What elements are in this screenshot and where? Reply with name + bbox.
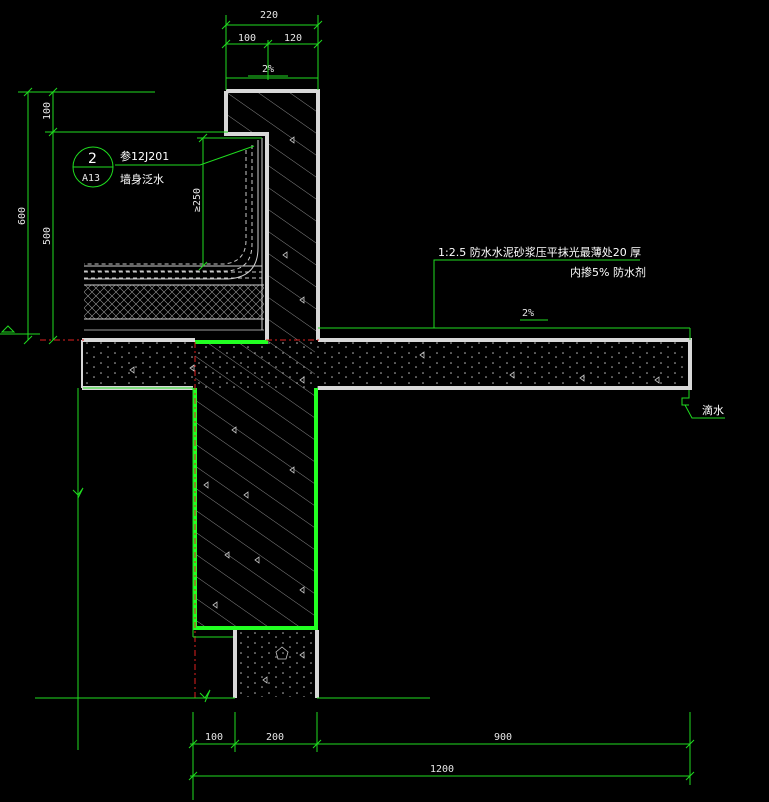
- concrete-outline: [81, 89, 692, 698]
- top-dimension: [221, 15, 323, 90]
- detail-number: 2: [88, 151, 97, 167]
- leaders: [115, 145, 725, 419]
- dim-left-upper: 100: [42, 102, 53, 120]
- detail-ref-desc: 墙身泛水: [120, 172, 164, 186]
- slope-slab: 2%: [522, 308, 534, 319]
- dim-top-total: 220: [260, 10, 278, 21]
- roof-layers: [84, 138, 264, 331]
- drip-note: 滴水: [702, 403, 724, 417]
- concrete-section: [82, 93, 689, 697]
- detail-ref-code: 参12J201: [120, 149, 169, 163]
- mortar-note-line1: 1:2.5 防水水泥砂浆压平抹光最薄处20 厚: [438, 245, 641, 259]
- dim-left-lower: 500: [42, 227, 53, 245]
- upturn-dimension: [197, 133, 262, 271]
- left-dimension: [18, 87, 228, 345]
- slope-parapet: 2%: [262, 64, 274, 75]
- detail-callout: [72, 146, 114, 188]
- aggregate-marks: [129, 136, 660, 684]
- dim-left-total: 600: [17, 207, 28, 225]
- mortar-note-line2: 内掺5% 防水剂: [570, 265, 646, 279]
- dim-bottom-b: 200: [266, 732, 284, 743]
- beam-outline: [193, 340, 318, 630]
- dim-upturn: ≥250: [192, 188, 203, 212]
- bottom-dimension: [188, 712, 695, 800]
- dim-top-right: 120: [284, 33, 302, 44]
- dim-top-left: 100: [238, 33, 256, 44]
- reference-lines: [0, 325, 691, 750]
- dim-bottom-c: 900: [494, 732, 512, 743]
- dim-bottom-total: 1200: [430, 764, 454, 775]
- detail-sheet: A13: [82, 173, 100, 184]
- dim-bottom-a: 100: [205, 732, 223, 743]
